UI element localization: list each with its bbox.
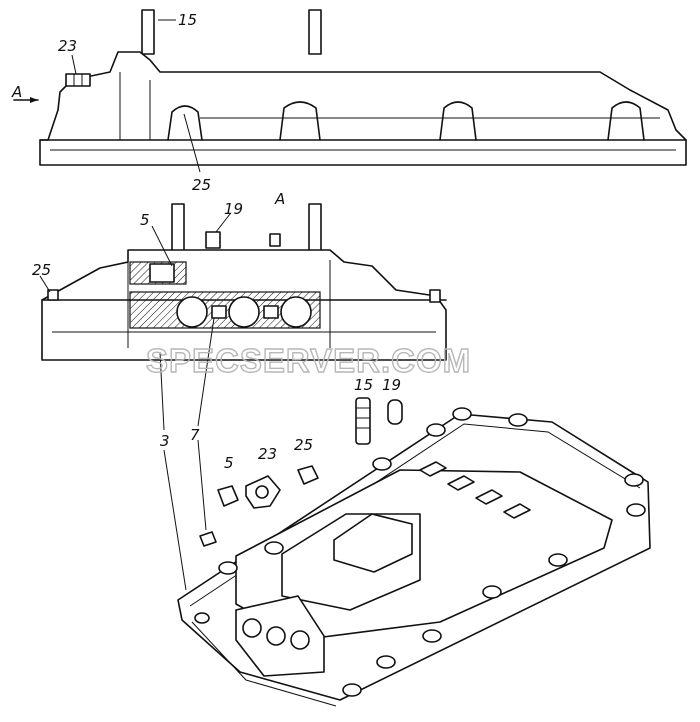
pin-19 <box>205 231 221 249</box>
callout-19-low: 19 <box>382 376 401 394</box>
callout-7: 7 <box>190 426 200 444</box>
callout-labels: A A 15 23 25 5 19 25 15 19 3 7 5 23 25 <box>11 11 401 472</box>
plug-5-loose <box>217 485 239 507</box>
pin-19-loose <box>387 399 403 425</box>
bolt-23-head <box>65 73 91 87</box>
callout-25-mid: 25 <box>32 261 51 279</box>
slot-4 <box>503 503 531 519</box>
cover-body-side <box>39 51 687 166</box>
stud-right <box>308 203 322 253</box>
callout-25-top: 25 <box>192 176 211 194</box>
pin-7-loose <box>199 531 217 547</box>
ball-2 <box>228 296 260 328</box>
callout-5-mid: 5 <box>140 211 150 229</box>
callout-19-mid: 19 <box>224 200 243 218</box>
watermark-text: SPECSERVER.COM <box>146 342 471 379</box>
slot-2 <box>447 475 475 491</box>
ball-3 <box>280 296 312 328</box>
stud-15-left <box>141 9 155 55</box>
callout-5-low: 5 <box>224 454 234 472</box>
callout-25-low: 25 <box>294 436 313 454</box>
plug-5 <box>149 263 175 283</box>
stud-15-right <box>308 9 322 55</box>
plug-25-loose <box>297 465 319 485</box>
slot-3 <box>475 489 503 505</box>
pin-small <box>269 233 281 247</box>
callout-3: 3 <box>160 432 170 450</box>
rim-bolt-holes <box>194 407 646 697</box>
slot-1 <box>419 461 447 477</box>
callout-23-top: 23 <box>58 37 77 55</box>
view-marker-label: A <box>11 83 22 101</box>
ball-1 <box>176 296 208 328</box>
window-opening <box>333 513 413 573</box>
callout-15-top: 15 <box>178 11 197 29</box>
section-marker-label: A <box>274 190 285 208</box>
small-bolt <box>429 289 441 303</box>
pin-7 <box>211 305 227 319</box>
callout-23-low: 23 <box>258 445 277 463</box>
callout-15-low: 15 <box>354 376 373 394</box>
stud-15-loose <box>355 397 371 445</box>
plug-25 <box>47 289 59 301</box>
isometric-view <box>163 397 651 707</box>
stud-left <box>171 203 185 253</box>
top-side-view <box>13 9 687 173</box>
section-view <box>39 203 447 431</box>
